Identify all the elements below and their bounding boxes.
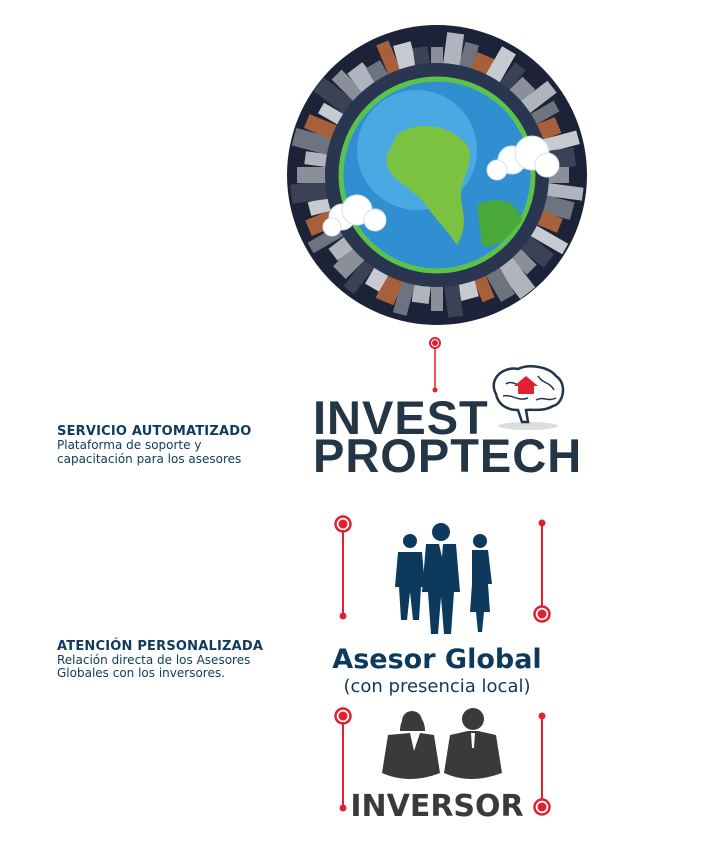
building-shape	[442, 32, 465, 68]
building-shape	[297, 167, 327, 183]
building-shape	[343, 258, 376, 294]
building-shape	[535, 117, 562, 141]
building-shape	[392, 279, 416, 316]
building-shape	[485, 266, 515, 302]
building-shape	[376, 40, 401, 76]
section-line: capacitación para los asesores	[57, 452, 242, 466]
globe-icon	[287, 25, 587, 325]
building-shape	[393, 41, 418, 72]
building-shape	[291, 128, 334, 156]
building-shape	[485, 46, 516, 84]
building-shape	[535, 210, 563, 233]
section-line: Globales con los inversores.	[57, 666, 225, 680]
building-shape	[303, 114, 339, 140]
section-line: Relación directa de los Asesores	[57, 653, 251, 667]
building-shape	[317, 102, 345, 126]
brand-line-2: PROPTECH	[313, 429, 583, 482]
building-shape	[529, 100, 560, 126]
section-line: Plataforma de soporte y	[57, 438, 202, 452]
building-shape	[541, 130, 580, 154]
building-shape	[498, 62, 526, 92]
building-shape	[519, 80, 557, 114]
brand-line-1: INVEST	[313, 391, 489, 444]
building-shape	[431, 47, 443, 65]
building-shape	[529, 224, 569, 255]
connector-top	[429, 337, 441, 393]
building-shape	[375, 272, 404, 306]
building-shape	[545, 182, 584, 201]
building-shape	[412, 46, 431, 67]
building-shape	[313, 77, 355, 115]
section-title-personalized: ATENCIÓN PERSONALIZADA	[57, 639, 264, 654]
building-shape	[411, 282, 432, 305]
building-shape	[304, 151, 329, 168]
building-shape	[519, 235, 555, 268]
building-shape	[496, 256, 536, 299]
building-shape	[307, 196, 333, 216]
advisor-title: Asesor Global	[332, 644, 542, 675]
section-title-automated: SERVICIO AUTOMATIZADO	[57, 424, 252, 439]
building-shape	[333, 246, 366, 279]
building-shape	[456, 278, 479, 301]
brain-with-house-icon	[492, 365, 565, 430]
building-shape	[473, 274, 495, 303]
investors-icon	[382, 708, 502, 779]
investor-title: INVERSOR	[350, 789, 524, 824]
building-shape	[331, 69, 365, 103]
building-shape	[509, 247, 537, 275]
advisor-subtitle: (con presencia local)	[343, 676, 531, 697]
building-shape	[290, 179, 330, 204]
building-shape	[431, 285, 443, 311]
business-team-icon	[395, 523, 492, 634]
building-shape	[443, 283, 464, 318]
